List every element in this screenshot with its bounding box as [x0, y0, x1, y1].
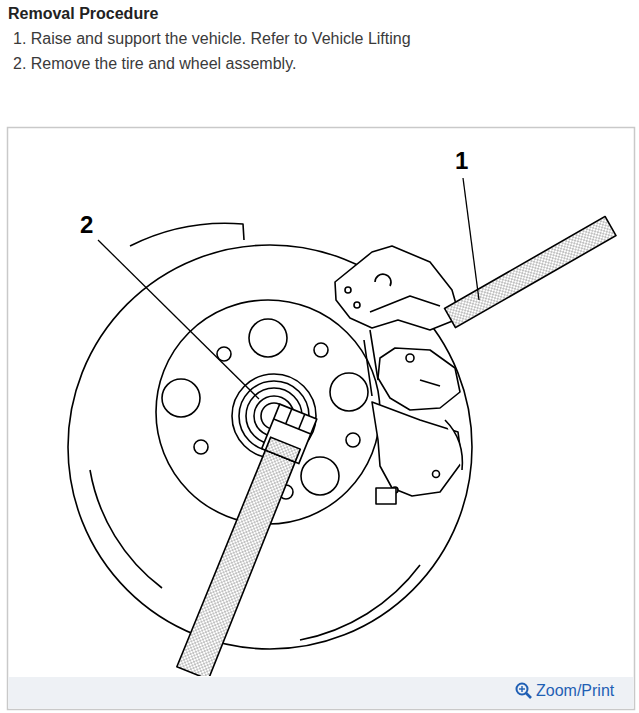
procedure-step: 1. Raise and support the vehicle. Refer …	[13, 29, 411, 48]
brake-drum	[68, 245, 472, 649]
procedure-step: 2. Remove the tire and wheel assembly.	[13, 54, 296, 73]
callout-number: 1	[455, 147, 468, 176]
callout-number: 2	[80, 211, 93, 240]
toolbar-band	[9, 677, 634, 709]
leader-line	[463, 178, 479, 300]
figure-frame	[8, 128, 635, 710]
leader-line	[98, 240, 259, 399]
brake-hardware	[335, 246, 462, 504]
socket-wrench	[174, 404, 317, 676]
zoom-icon	[517, 684, 532, 699]
drum-lip	[90, 470, 162, 588]
zoom-print-link: Zoom/Print	[536, 681, 614, 700]
drum-flange	[130, 223, 244, 246]
section-heading: Removal Procedure	[8, 4, 158, 23]
drum-lip	[300, 565, 420, 640]
